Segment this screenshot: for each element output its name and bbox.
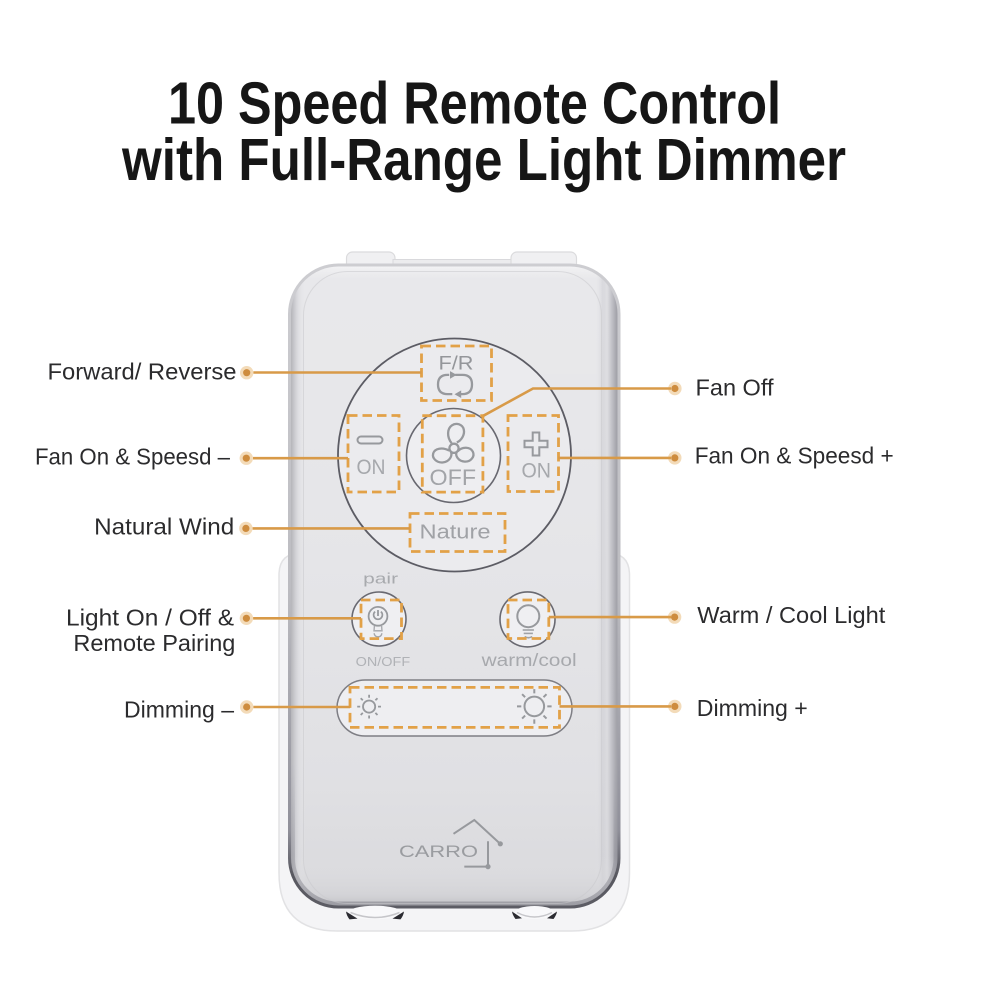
svg-text:pair: pair (363, 570, 398, 587)
svg-text:Fan Off: Fan Off (696, 375, 775, 401)
svg-text:with Full-Range Light Dimmer: with Full-Range Light Dimmer (121, 127, 846, 193)
svg-text:OFF: OFF (430, 465, 477, 490)
svg-text:Nature: Nature (420, 522, 491, 544)
svg-text:Dimming –: Dimming – (124, 696, 234, 722)
svg-text:Remote Pairing: Remote Pairing (73, 630, 235, 656)
svg-text:Fan On & Speesd –: Fan On & Speesd – (35, 444, 230, 470)
svg-text:Fan On & Speesd +: Fan On & Speesd + (695, 443, 894, 469)
svg-text:ON: ON (521, 460, 551, 483)
svg-text:Natural Wind: Natural Wind (94, 514, 234, 540)
svg-text:10 Speed Remote Control: 10 Speed Remote Control (168, 71, 781, 137)
svg-text:ON/OFF: ON/OFF (356, 654, 411, 669)
svg-text:Forward/ Reverse: Forward/ Reverse (48, 359, 237, 385)
svg-text:Dimming +: Dimming + (697, 695, 808, 721)
svg-text:Warm / Cool Light: Warm / Cool Light (697, 602, 886, 628)
svg-text:warm/cool: warm/cool (480, 650, 576, 670)
svg-text:ON: ON (357, 456, 386, 479)
svg-text:F/R: F/R (439, 354, 474, 375)
svg-text:Light On / Off &: Light On / Off & (66, 605, 234, 631)
svg-text:CARRO: CARRO (399, 843, 478, 861)
